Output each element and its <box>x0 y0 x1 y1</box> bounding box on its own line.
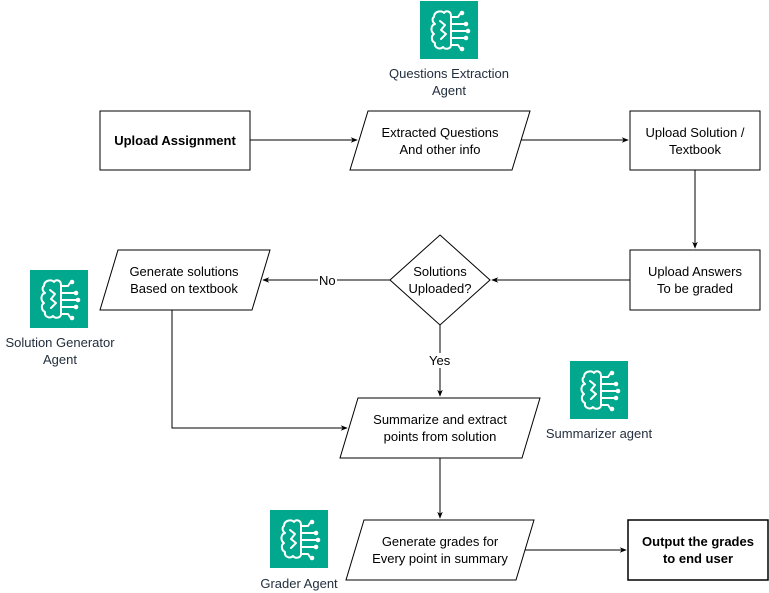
generate-solutions-parallelogram <box>99 249 271 311</box>
upload-assignment-label: Upload Assignment <box>114 133 236 148</box>
grader-agent-icon <box>269 509 329 569</box>
yes-edge-label: Yes <box>428 353 452 368</box>
questions-extraction-agent-label: Questions Extraction Agent <box>389 66 509 98</box>
solution-generator-agent-icon <box>29 269 89 329</box>
summarizer-agent-label: Summarizer agent <box>545 426 653 441</box>
upload-solution-label: Upload Solution /Textbook <box>645 124 745 157</box>
summarize-parallelogram <box>339 397 541 459</box>
summarizer-agent-icon <box>569 360 629 420</box>
upload-assignment-box <box>99 110 251 171</box>
edge-generate-to-summarize <box>171 310 348 431</box>
output-grades-box <box>627 519 769 581</box>
upload-answers-box <box>629 249 761 311</box>
extracted-questions-parallelogram <box>349 110 531 171</box>
solution-generator-agent-label: Solution Generator Agent <box>5 335 115 367</box>
questions-extraction-agent-icon <box>419 0 479 60</box>
no-edge-label: No <box>318 273 337 288</box>
generate-grades-parallelogram <box>345 519 535 581</box>
grader-agent-label: Grader Agent <box>260 576 338 591</box>
